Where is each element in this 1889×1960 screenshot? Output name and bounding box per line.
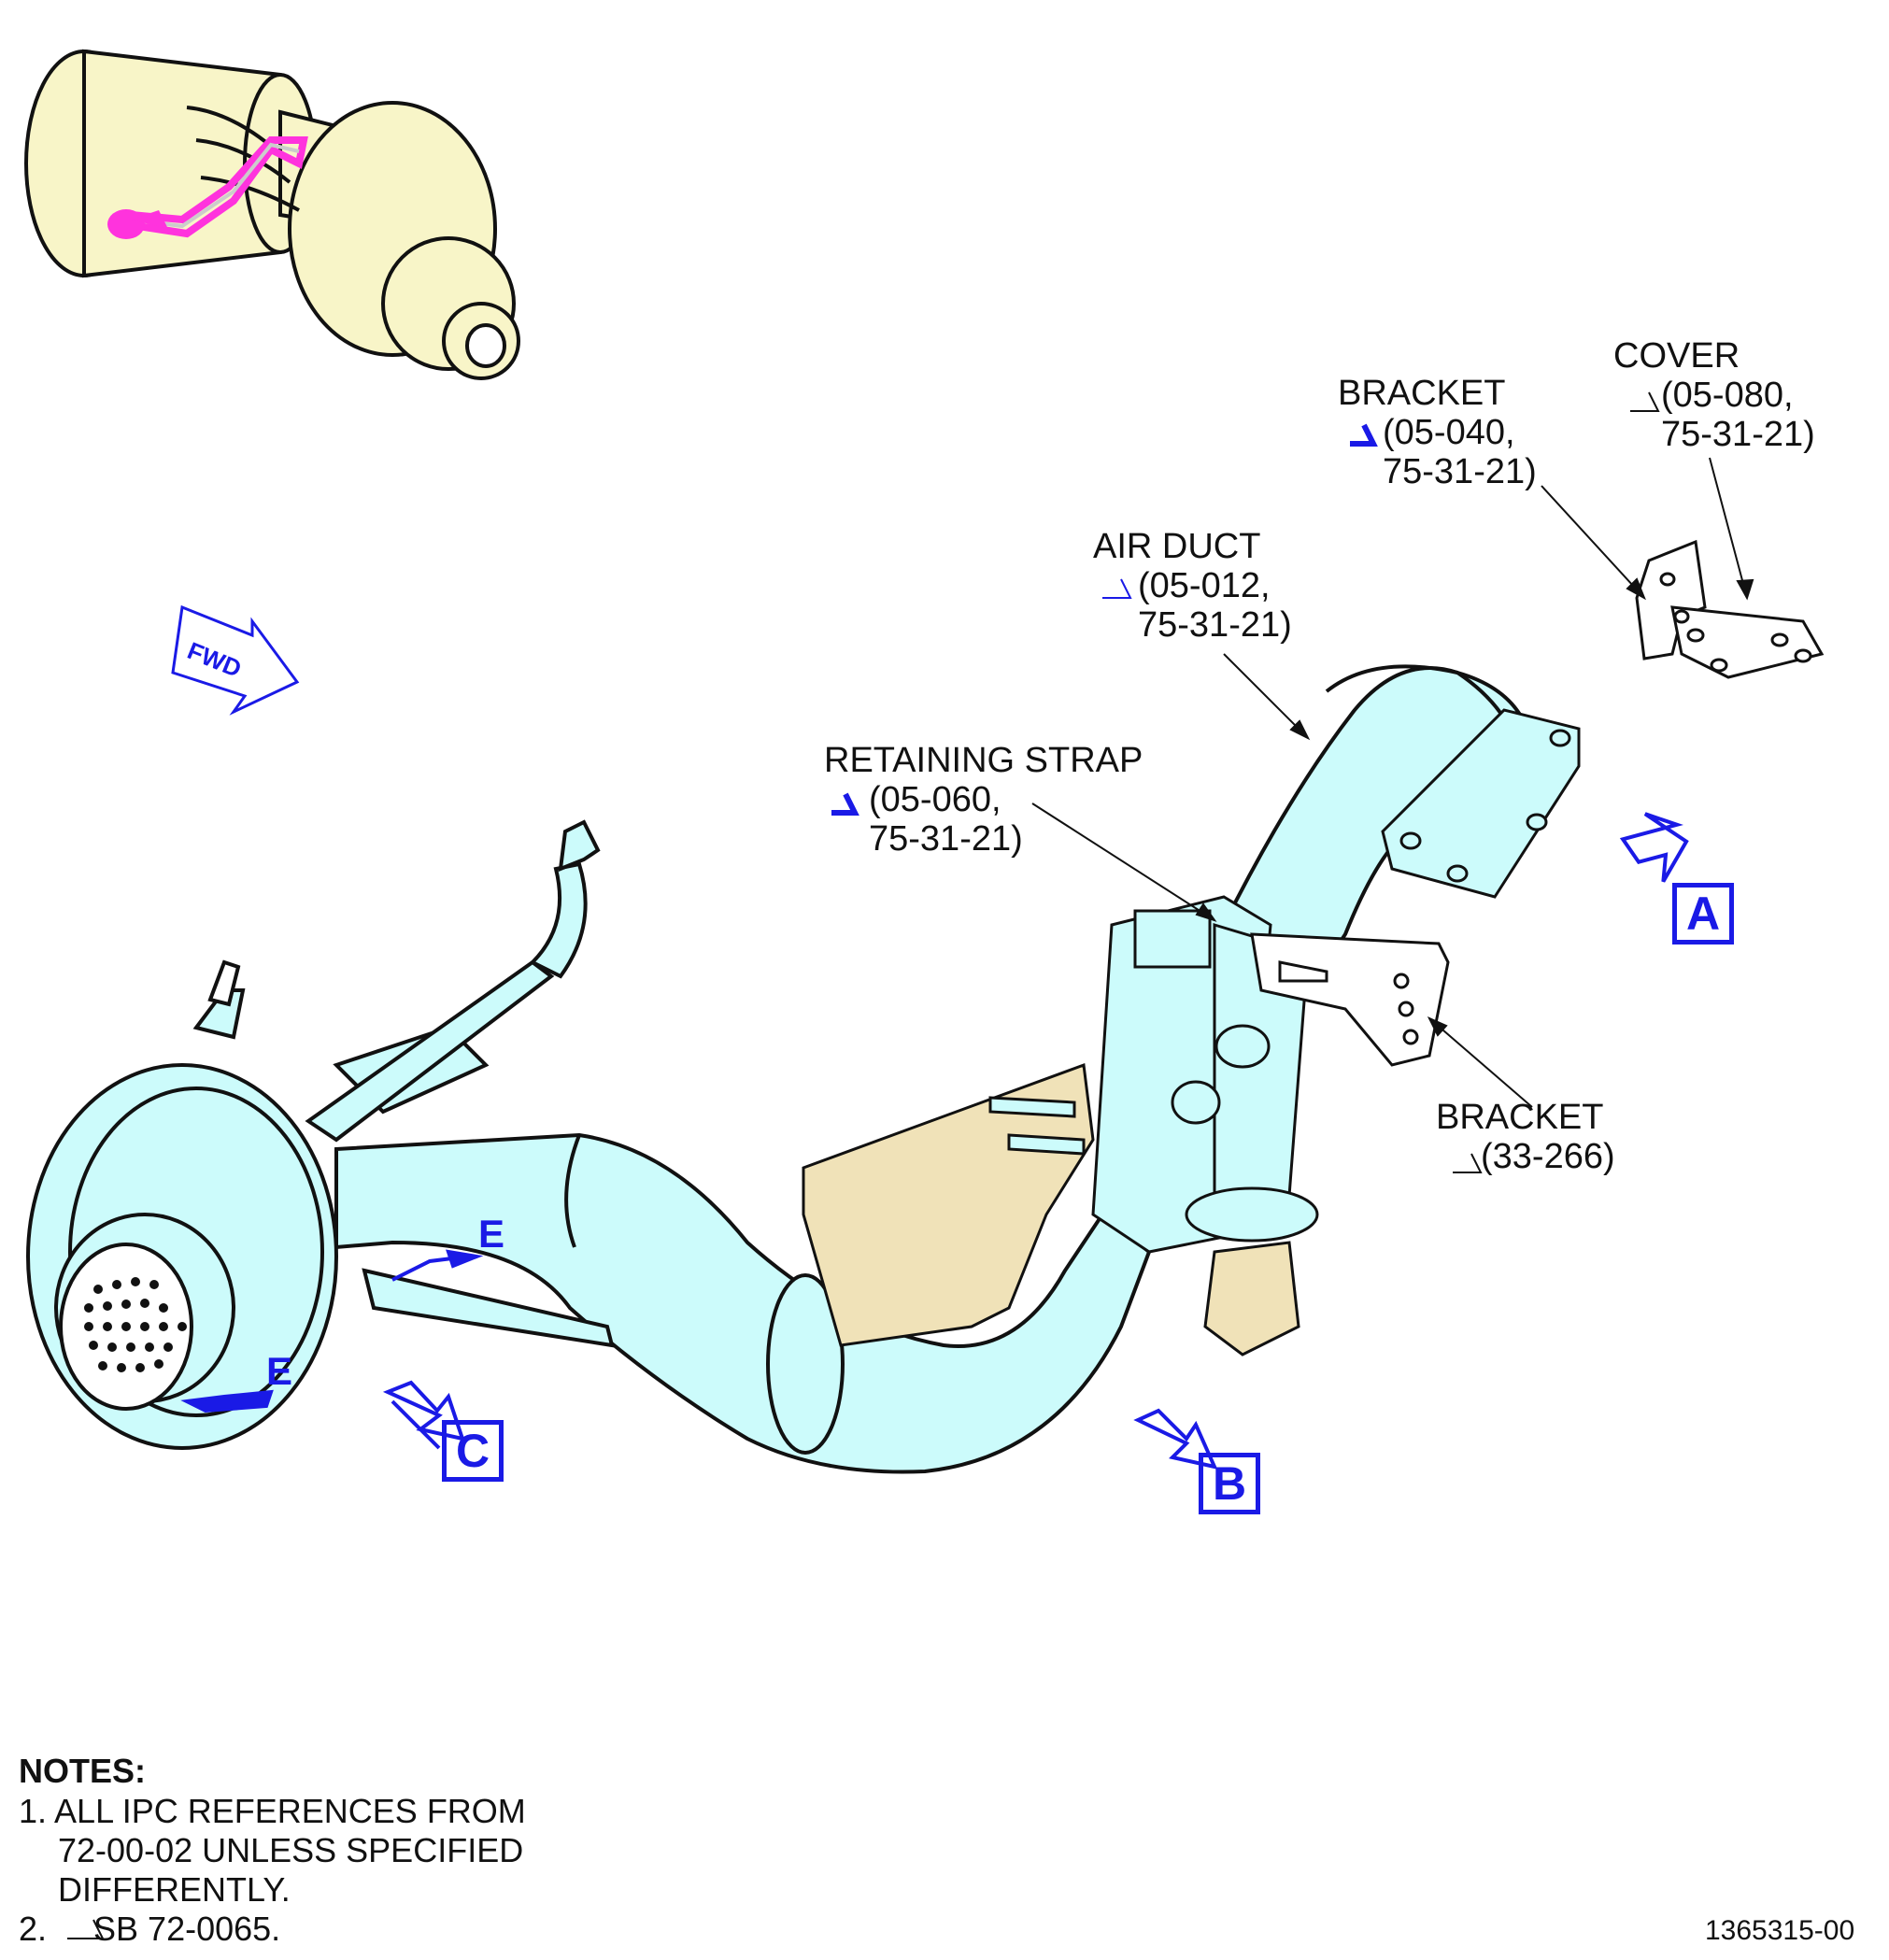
note-2: 2. SB 72-0065. [19, 1910, 281, 1948]
leader-lines [1031, 457, 1754, 1108]
bracket-right-ref: (33-266) [1481, 1137, 1615, 1176]
exhaust-muffler [26, 1063, 338, 1450]
retaining-strap-ref-2: 75-31-21) [869, 819, 1023, 859]
cover-label: COVER [1613, 336, 1740, 376]
cover-ref-2: 75-31-21) [1661, 415, 1815, 454]
air-duct-ref-1: (05-012, [1138, 566, 1271, 605]
retaining-strap-label: RETAINING STRAP [824, 741, 1143, 780]
section-e-label-2: E [266, 1349, 293, 1393]
section-e-markers [180, 1249, 484, 1413]
note-1-line-3: DIFFERENTLY. [58, 1870, 291, 1909]
long-air-duct [333, 1025, 1152, 1474]
bracket-and-cover [1635, 539, 1825, 679]
highlighted-duct-location [107, 136, 308, 239]
engine-locator-view [24, 49, 520, 380]
view-a-box: A [1672, 883, 1734, 944]
fwd-arrow [171, 604, 300, 716]
reference-ticks [831, 423, 1378, 816]
sb-ticks [67, 391, 1660, 1939]
view-c-box: C [442, 1420, 504, 1482]
figure-id: 1365315-00 [1705, 1915, 1855, 1946]
cover-ref-1: (05-080, [1661, 376, 1794, 415]
bracket-right-label: BRACKET [1436, 1098, 1604, 1137]
duct-flange [1381, 708, 1581, 899]
retaining-strap-ref-1: (05-060, [869, 780, 1001, 819]
section-e-label-1: E [478, 1212, 505, 1256]
note-1-line-2: 72-00-02 UNLESS SPECIFIED [58, 1831, 524, 1869]
bracket-top-label: BRACKET [1338, 374, 1506, 413]
notes-title: NOTES: [19, 1752, 147, 1790]
bracket-top-ref-2: 75-31-21) [1383, 452, 1537, 491]
air-duct-label: AIR DUCT [1093, 527, 1261, 566]
valve-assembly [988, 895, 1319, 1254]
view-b-box: B [1199, 1453, 1260, 1514]
air-duct-ref-2: 75-31-21) [1138, 605, 1292, 645]
bracket-top-ref-1: (05-040, [1383, 413, 1515, 452]
support-struts [192, 819, 601, 1143]
note-1-line-1: 1. ALL IPC REFERENCES FROM [19, 1792, 526, 1830]
arm-bracket [1250, 932, 1450, 1067]
